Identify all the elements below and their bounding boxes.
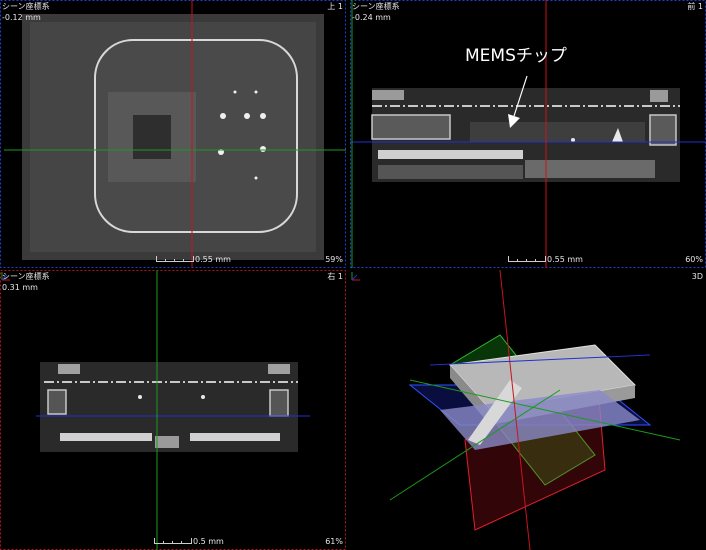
viewport-front-title: シーン座標系 bbox=[352, 2, 400, 11]
viewport-3d-view-label: 3D bbox=[691, 272, 703, 281]
volume-render-3d bbox=[389, 270, 681, 550]
viewport-3d[interactable]: 3D bbox=[350, 270, 706, 550]
viewport-top[interactable]: シーン座標系 -0.12 mm 上 1 59% 0.55 mm bbox=[0, 0, 346, 268]
top-view-ct-slice bbox=[0, 0, 346, 268]
axis-orientation-icon bbox=[1, 272, 10, 281]
viewport-right-zoom: 61% bbox=[325, 537, 343, 546]
viewport-top-offset: -0.12 mm bbox=[2, 13, 41, 22]
viewport-right[interactable]: シーン座標系 0.31 mm 右 1 61% 0.5 mm bbox=[0, 270, 346, 550]
viewport-front-zoom: 60% bbox=[685, 255, 703, 264]
front-view-ct-slice bbox=[350, 0, 706, 268]
viewport-right-view-label: 右 1 bbox=[327, 272, 343, 281]
viewport-front-scale-label: 0.55 mm bbox=[547, 255, 583, 264]
viewport-right-scale-label: 0.5 mm bbox=[193, 537, 224, 546]
mems-chip-annotation-label: MEMSチップ bbox=[465, 46, 567, 66]
right-view-ct-slice bbox=[0, 270, 346, 550]
viewport-front-offset: -0.24 mm bbox=[352, 13, 391, 22]
axis-orientation-icon-3d bbox=[351, 272, 360, 281]
viewport-top-zoom: 59% bbox=[325, 255, 343, 264]
viewport-top-view-label: 上 1 bbox=[327, 2, 343, 11]
viewport-front[interactable]: シーン座標系 -0.24 mm 前 1 60% 0.55 mm bbox=[350, 0, 706, 268]
annotation-arrow bbox=[508, 75, 528, 128]
viewport-right-title: シーン座標系 bbox=[2, 272, 50, 281]
viewport-right-offset: 0.31 mm bbox=[2, 283, 38, 292]
viewport-top-scale-label: 0.55 mm bbox=[195, 255, 231, 264]
viewport-front-view-label: 前 1 bbox=[687, 2, 703, 11]
viewport-top-title: シーン座標系 bbox=[2, 2, 50, 11]
